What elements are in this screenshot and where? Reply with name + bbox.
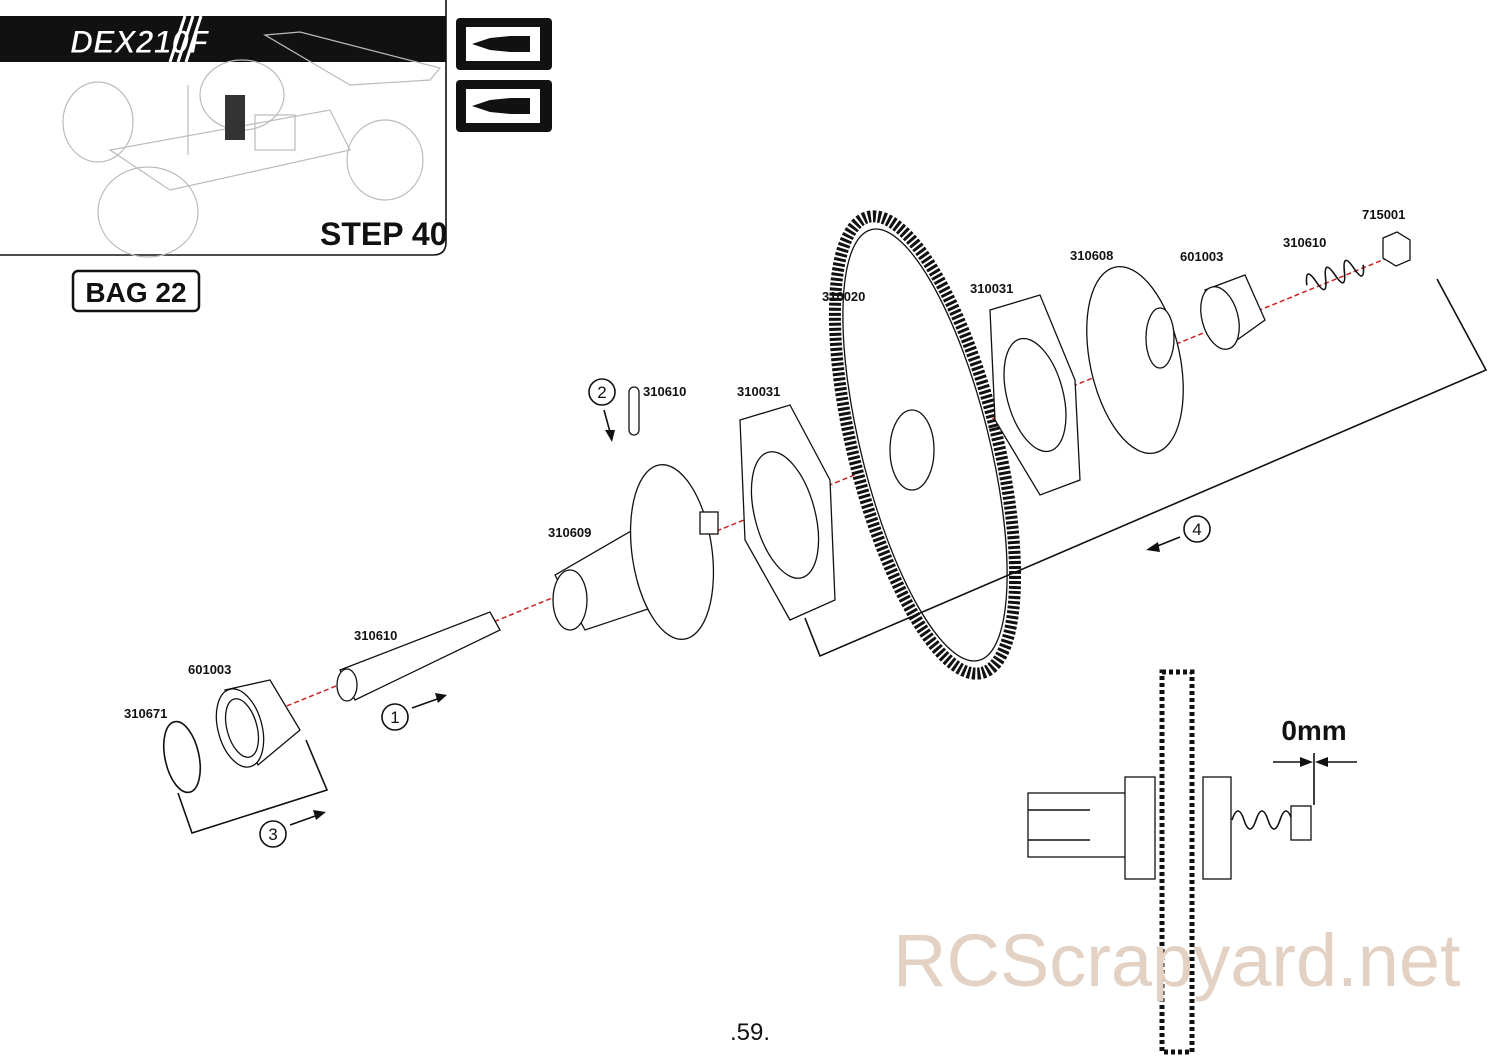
part-label-310671: 310671 [124, 706, 167, 721]
part-drawings [162, 210, 1488, 834]
part-label-601003-left: 601003 [188, 662, 231, 677]
svg-text:4: 4 [1192, 520, 1201, 539]
svg-text:3: 3 [268, 825, 277, 844]
bag-label: BAG 22 [71, 269, 201, 313]
o-ring-310671 [162, 720, 202, 794]
step-markers: 1 2 3 4 [259, 378, 1211, 848]
page-number: .59. [730, 1019, 770, 1046]
assembled-detail-view: 0mm [1027, 669, 1357, 1055]
part-label-310608: 310608 [1070, 248, 1113, 263]
part-label-715001: 715001 [1362, 207, 1405, 222]
gap-dimension-label: 0mm [1281, 715, 1346, 746]
bag-number: BAG 22 [85, 277, 186, 308]
part-label-310610-shaft: 310610 [354, 628, 397, 643]
buggy-illustration [62, 31, 442, 258]
logo-stripes-icon [168, 15, 203, 63]
part-label-601003-right: 601003 [1180, 249, 1223, 264]
part-label-310610-pin: 310610 [643, 384, 686, 399]
part-label-310610-spring: 310610 [1283, 235, 1326, 250]
svg-text:2: 2 [597, 383, 606, 402]
svg-text:1: 1 [390, 708, 399, 727]
watermark: RCScrapyard.net [893, 919, 1461, 1002]
step-marker-3: 3 [259, 810, 326, 848]
step-marker-4: 4 [1146, 515, 1211, 552]
part-label-310031-left: 310031 [737, 384, 780, 399]
part-label-310020: 310020 [822, 289, 865, 304]
part-label-310609: 310609 [548, 525, 591, 540]
part-label-310031-right: 310031 [970, 281, 1013, 296]
part-labels: 715001 310610 601003 310608 310031 31002… [124, 207, 1405, 721]
step-header: DEX210F STEP 40 [0, 0, 447, 258]
step-marker-1: 1 [381, 693, 447, 731]
step-marker-2: 2 [588, 378, 616, 442]
chassis-orientation-icons [456, 18, 552, 132]
step-number: STEP 40 [320, 216, 447, 252]
